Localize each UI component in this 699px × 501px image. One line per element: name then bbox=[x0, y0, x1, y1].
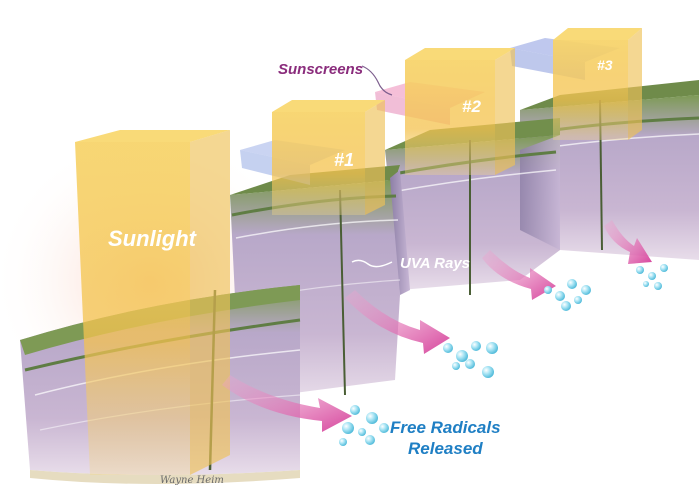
uva-arrow-1 bbox=[222, 375, 352, 432]
sunlight-label: Sunlight bbox=[108, 226, 198, 251]
free-radical-bubbles-1 bbox=[339, 405, 389, 446]
free-radical-bubbles-2 bbox=[443, 341, 498, 378]
free-radical-bubbles-4 bbox=[636, 264, 668, 290]
uva-arrow-2 bbox=[345, 290, 450, 354]
uva-rays-label: UVA Rays bbox=[400, 255, 470, 272]
sunscreens-label: Sunscreens bbox=[278, 61, 363, 78]
beam-1-label: #1 bbox=[334, 150, 354, 170]
uva-arrow-4 bbox=[604, 220, 652, 264]
uva-arrow-3 bbox=[482, 250, 556, 300]
uva-rays-leader-line bbox=[351, 259, 393, 268]
beam-1 bbox=[272, 100, 385, 215]
beam-2-label: #2 bbox=[462, 97, 481, 116]
beam-2 bbox=[405, 48, 515, 175]
free-radicals-label-line-1: Free Radicals bbox=[390, 418, 501, 437]
sunlight-beam bbox=[75, 130, 230, 475]
free-radicals-label-line-2: Released bbox=[408, 439, 483, 458]
beam-3-label: #3 bbox=[597, 57, 613, 73]
free-radical-bubbles-3 bbox=[544, 279, 591, 311]
artist-signature: Wayne Heim bbox=[160, 475, 224, 486]
beam-3 bbox=[553, 28, 642, 140]
sunscreens-leader-line bbox=[361, 65, 393, 96]
